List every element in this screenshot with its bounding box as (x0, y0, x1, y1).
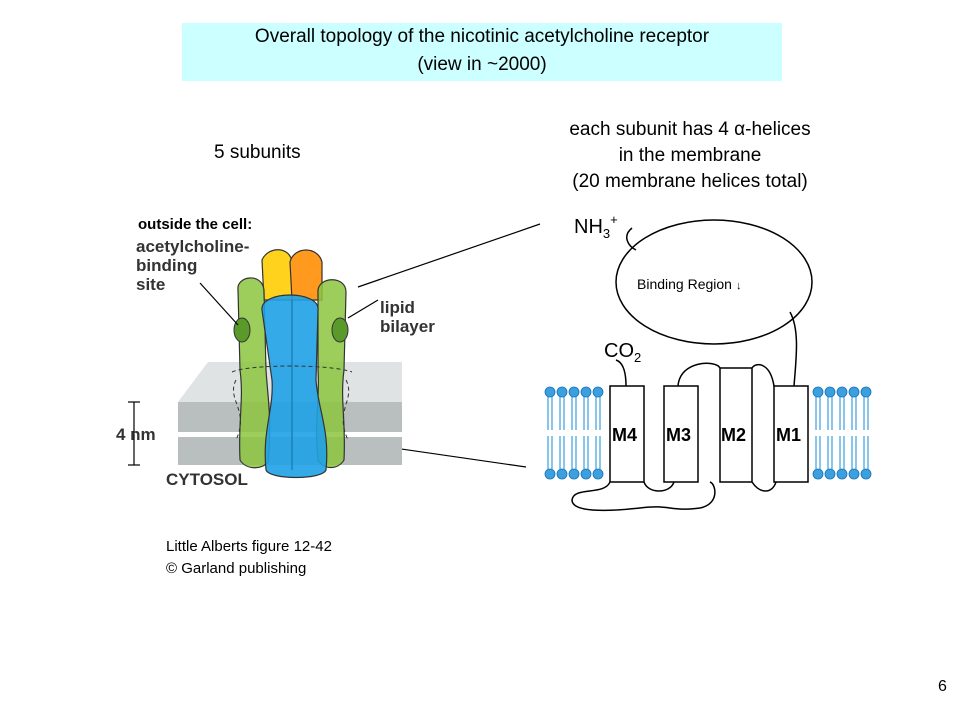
lipid-label-1: lipid (380, 298, 415, 317)
lipid-tails (547, 397, 869, 469)
outside-cell-label: outside the cell: (138, 216, 252, 233)
caption-line-1: Little Alberts figure 12-42 (166, 538, 332, 555)
title-line-2: (view in ~2000) (417, 54, 547, 75)
helix-box-m4 (609, 385, 645, 483)
helix-label-m3: M3 (666, 425, 691, 445)
helices-description: each subunit has 4 α-helices in the memb… (522, 117, 858, 195)
title-line-1: Overall topology of the nicotinic acetyl… (254, 26, 710, 47)
alpha-symbol: α (734, 119, 746, 140)
receptor-subunits (231, 249, 353, 479)
binding-site-label-1: acetylcholine- (136, 237, 249, 256)
lipid-heads-left (544, 386, 604, 480)
scale-bar (128, 401, 140, 466)
lipid-label-2: bilayer (380, 317, 435, 336)
helices-line-1: each subunit has 4 α-helices (569, 119, 811, 140)
helix-label-m4: M4 (612, 425, 637, 445)
page-number: 6 (938, 678, 947, 695)
nh3-label: NH3+ (574, 212, 618, 241)
helix-box-m1 (773, 385, 809, 483)
down-arrow-icon: ↓ (736, 280, 742, 292)
lipid-heads-right (812, 386, 872, 480)
caption-line-2: © Garland publishing (166, 560, 307, 577)
zoom-line-top (357, 223, 541, 288)
binding-site-label-3: site (136, 275, 165, 294)
subunits-label: 5 subunits (214, 142, 301, 163)
binding-region-label: Binding Region↓ (637, 276, 741, 292)
binding-site-pointer (199, 282, 239, 326)
title-box: Overall topology of the nicotinic acetyl… (182, 23, 782, 81)
binding-site-label-2: binding (136, 256, 197, 275)
helix-box-m2 (719, 367, 753, 483)
cytosol-label: CYTOSOL (166, 470, 248, 489)
helix-label-m2: M2 (721, 425, 746, 445)
co2-label: CO2 (604, 340, 641, 365)
figure-caption: Little Alberts figure 12-42 © Garland pu… (166, 536, 332, 580)
helices-line-3: (20 membrane helices total) (572, 171, 808, 192)
helices-line-2: in the membrane (618, 145, 762, 166)
topology-diagram (544, 219, 872, 512)
scale-label: 4 nm (116, 425, 156, 444)
helix-box-m3 (663, 385, 699, 483)
binding-region-ellipse (615, 219, 813, 345)
helix-label-m1: M1 (776, 425, 801, 445)
lipid-pointer (347, 299, 379, 319)
